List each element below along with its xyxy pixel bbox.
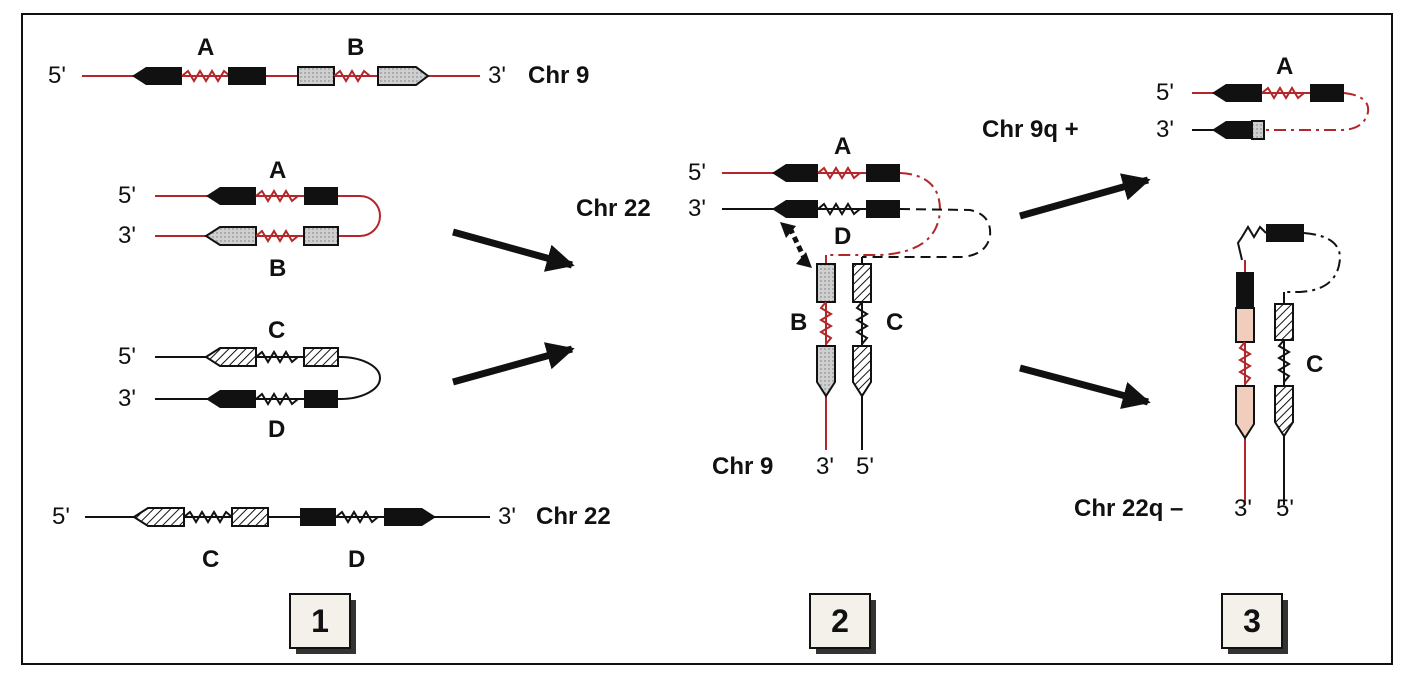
panel3-bottom-five: 5' — [1276, 495, 1294, 522]
panel-number-1: 1 — [289, 593, 356, 654]
panel3-label-a: A — [1276, 53, 1293, 80]
hairpin-cd-label-d: D — [268, 416, 285, 443]
panel-number-2: 2 — [809, 593, 876, 654]
arrow-2b — [1019, 364, 1151, 410]
chr22-label-c: C — [202, 546, 219, 573]
arrow-1a — [452, 228, 575, 272]
arrow-1b — [452, 342, 575, 386]
chr22-label-d: D — [348, 546, 365, 573]
svg-text:1: 1 — [311, 603, 329, 639]
panel2-label-b: B — [790, 309, 807, 336]
chr22-name: Chr 22 — [536, 503, 611, 530]
panel2-chr9-five: 5' — [856, 453, 874, 480]
chr9-linear: 5' A B 3' Chr 9 — [48, 34, 589, 89]
panel2-chr22: Chr 22 — [576, 195, 651, 222]
chr9-three-label: 3' — [488, 62, 506, 89]
panel-2: 5' 3' Chr 22 A D B C Chr 9 3' — [576, 133, 1151, 654]
panel2-label-c: C — [886, 309, 903, 336]
svg-text:2: 2 — [831, 603, 849, 639]
panel3-chr22q: Chr 22q – — [1074, 495, 1183, 522]
panel-1: 5' A B 3' Chr 9 5' 3' A — [48, 34, 611, 654]
panel2-chr9: Chr 9 — [712, 453, 773, 480]
panel3-three: 3' — [1156, 116, 1174, 143]
panel-3: 5' 3' Chr 9q + A C Chr 22q – 3' 5' — [982, 53, 1370, 654]
panel3-bottom-three: 3' — [1234, 495, 1252, 522]
chr9-label-a: A — [197, 34, 214, 61]
chr9-name: Chr 9 — [528, 62, 589, 89]
panel3-five: 5' — [1156, 79, 1174, 106]
hairpin-ab-label-b: B — [269, 255, 286, 282]
hairpin-ab-label-a: A — [269, 157, 286, 184]
hairpin-ab-five: 5' — [118, 182, 136, 209]
chr9-label-b: B — [347, 34, 364, 61]
panel2-label-a: A — [834, 133, 851, 160]
chr9-five-label: 5' — [48, 62, 66, 89]
panel2-three: 3' — [688, 195, 706, 222]
panel-number-3: 3 — [1221, 593, 1288, 654]
hairpin-ab-three: 3' — [118, 222, 136, 249]
chr22-linear: 5' C D 3' Chr 22 — [52, 503, 611, 573]
svg-text:3: 3 — [1243, 603, 1261, 639]
figure-frame — [21, 13, 1393, 665]
panel3-label-c: C — [1306, 351, 1323, 378]
arrow-2a — [1019, 173, 1151, 220]
hairpin-cd-label-c: C — [268, 317, 285, 344]
chr22-five-label: 5' — [52, 503, 70, 530]
hairpin-cd-three: 3' — [118, 385, 136, 412]
hairpin-cd: 5' 3' C D — [118, 317, 381, 443]
hairpin-ab: 5' 3' A B — [118, 157, 381, 282]
panel2-five: 5' — [688, 159, 706, 186]
panel3-chr9q: Chr 9q + — [982, 116, 1079, 143]
chr22-three-label: 3' — [498, 503, 516, 530]
panel2-chr9-three: 3' — [816, 453, 834, 480]
hairpin-cd-five: 5' — [118, 343, 136, 370]
panel2-label-d: D — [834, 223, 851, 250]
